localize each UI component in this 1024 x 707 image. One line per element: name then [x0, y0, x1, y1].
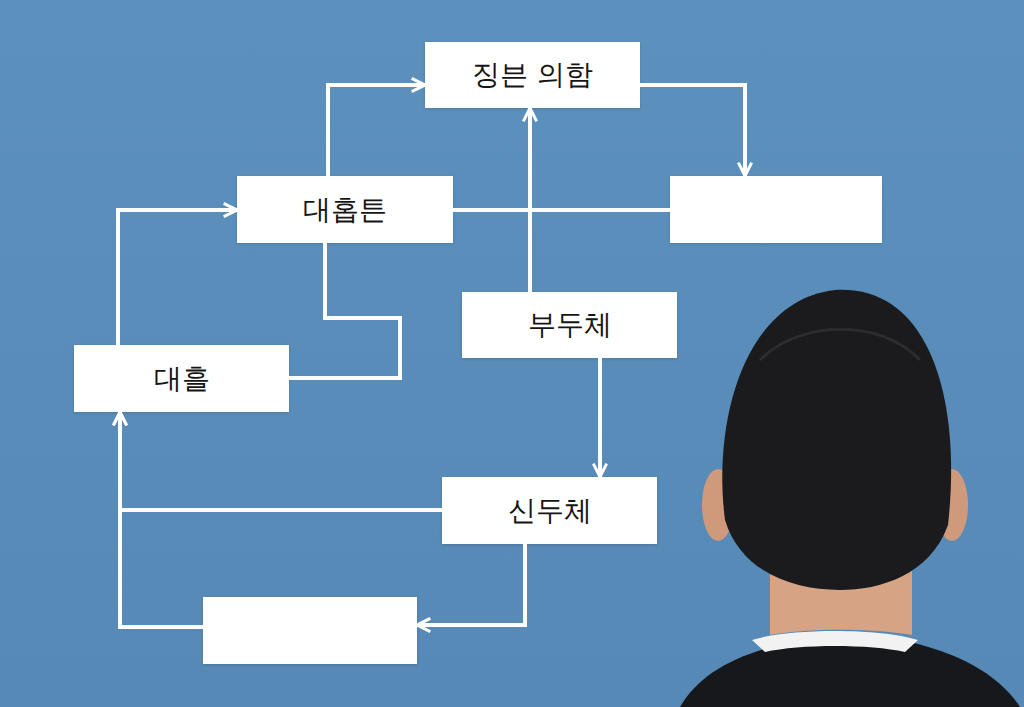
- box-label: 부두체: [528, 308, 612, 342]
- process-box: 대흘: [74, 345, 289, 412]
- flow-arrow: [453, 208, 670, 212]
- flow-arrow: [640, 85, 745, 176]
- box-label: 징븐 의함: [472, 58, 593, 92]
- flow-arrow: [120, 412, 203, 627]
- flow-arrow: [289, 243, 400, 378]
- suit-shoulders: [680, 640, 1020, 707]
- process-box: 대홉튼: [237, 176, 453, 243]
- flow-arrow: [417, 544, 525, 625]
- process-box: 신두체: [442, 477, 657, 544]
- flow-arrow: [528, 108, 532, 292]
- shirt-collar: [752, 631, 918, 652]
- box-label: 신두체: [508, 494, 592, 528]
- process-box: 부두체: [462, 292, 677, 358]
- process-box: 징븐 의함: [425, 42, 640, 108]
- hair: [722, 290, 951, 590]
- flow-arrow: [120, 412, 442, 510]
- flow-arrow: [328, 85, 425, 176]
- process-box: [203, 597, 417, 664]
- hair-shine: [760, 329, 920, 360]
- box-label: 대흘: [154, 362, 210, 396]
- flow-arrow: [118, 210, 237, 345]
- box-label: 대홉튼: [303, 193, 387, 227]
- flow-arrow: [598, 358, 602, 477]
- process-box: [670, 176, 882, 243]
